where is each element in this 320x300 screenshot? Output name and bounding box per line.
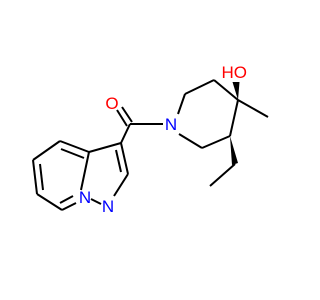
bond-carbonyl-double-a xyxy=(121,106,133,123)
bond-c6-to-n xyxy=(178,133,203,149)
bond-c4-to-c5 xyxy=(32,140,61,161)
wedge-bond-hydroxyl xyxy=(232,82,240,100)
bond-c3-to-c3a xyxy=(88,142,122,153)
molecule-structure-diagram: O HO N N N xyxy=(32,63,269,216)
wedge-bond-ethyl xyxy=(230,136,238,165)
bond-n-to-c2 xyxy=(177,93,186,115)
bond-c5-to-c6 xyxy=(32,159,38,195)
bond-c7-to-n7a-inner xyxy=(59,195,74,204)
pyrazole-ring xyxy=(80,142,129,205)
carbonyl-oxygen-label: O xyxy=(105,94,118,113)
carbonyl-group xyxy=(116,106,163,144)
bond-c3a-to-c4-inner xyxy=(60,148,85,159)
bond-c4-to-methyl xyxy=(237,99,269,118)
bridgehead-nitrogen-label: N xyxy=(79,188,91,207)
bond-n7a-to-c3a xyxy=(80,151,90,191)
pyrazole-nitrogen-label: N xyxy=(102,197,114,216)
bond-n1-to-n7a xyxy=(90,198,102,205)
bond-c4-to-c5 xyxy=(229,99,239,137)
bond-ethyl-c1-to-c2 xyxy=(209,163,236,187)
bond-carbonyl-double-b xyxy=(116,109,128,127)
bond-c3-to-c2-inner xyxy=(115,149,122,173)
bond-c5-to-c6-inner xyxy=(39,163,44,191)
bond-c3-to-c4 xyxy=(213,79,239,101)
bond-carbonyl-to-pyrazole xyxy=(120,123,131,144)
hydroxyl-label: HO xyxy=(222,63,248,82)
piperidine-nitrogen-label: N xyxy=(165,115,177,134)
bond-c2-to-n1 xyxy=(113,173,129,197)
ethyl-group xyxy=(209,136,238,187)
piperidine-ring xyxy=(177,79,239,149)
c4-substituents xyxy=(232,82,269,118)
bond-c7-to-n7a xyxy=(61,202,77,211)
pyridine-ring xyxy=(32,140,90,211)
bond-c6-to-c7 xyxy=(36,193,63,211)
bond-c2-to-c3 xyxy=(184,79,215,95)
bond-c3-to-c2 xyxy=(120,142,129,175)
bond-c3a-to-c4 xyxy=(59,140,90,153)
bond-c5-to-c6 xyxy=(201,135,231,149)
